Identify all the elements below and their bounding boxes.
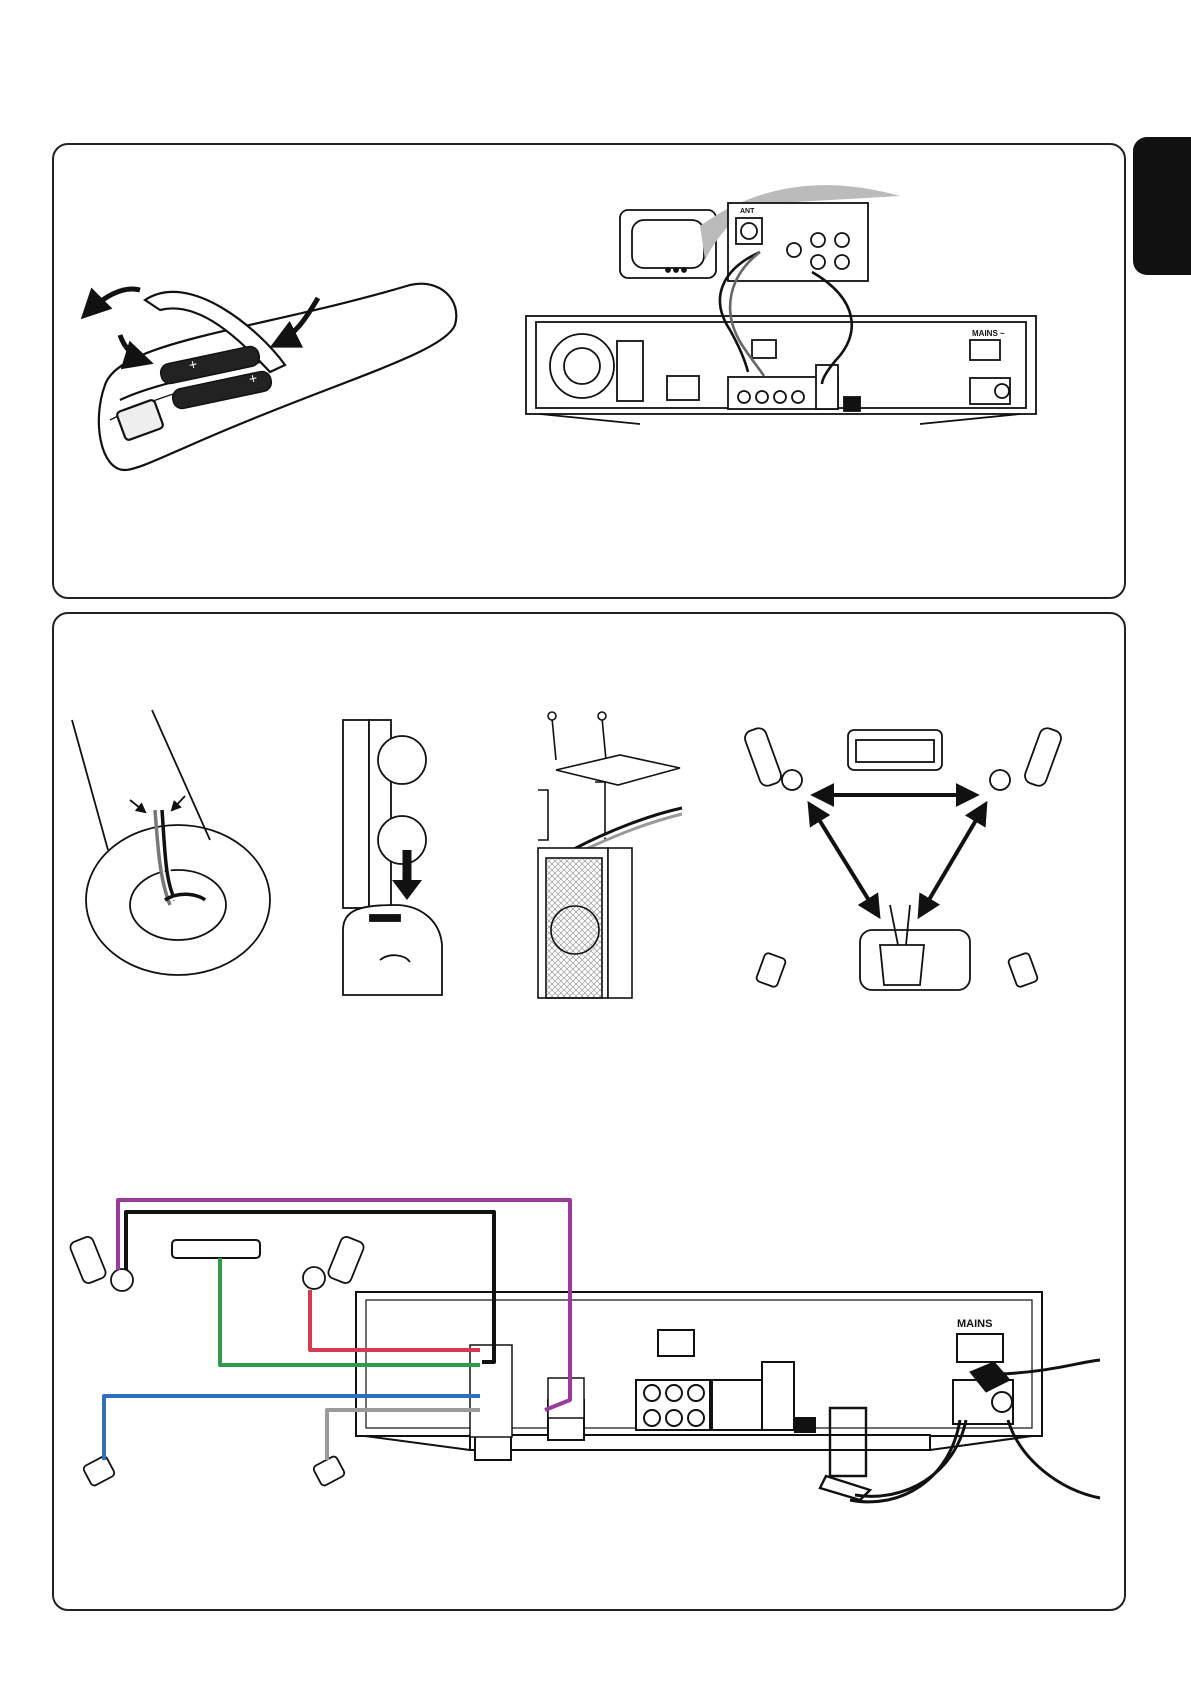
tv-icon [620,210,716,278]
speaker-stand-base [72,710,270,975]
wall-mount-step [538,712,682,998]
receiver-rear-small [526,316,1036,424]
speaker-icon [69,1235,133,1291]
receiver-rear-large [356,1292,1042,1460]
mains-label: MAINS [957,1318,992,1330]
speaker-icon [743,726,802,790]
listening-position [743,726,1064,990]
speaker-icon [82,1455,115,1487]
speaker-icon [990,726,1063,790]
listener-icon [880,905,924,985]
ant-label: ANT [740,208,755,215]
down-arrowhead [392,880,422,900]
speaker-mount-step [343,720,442,995]
mains-label-small: MAINS ~ [972,329,1005,338]
speaker-icon [303,1235,365,1289]
centre-speaker [172,1240,260,1258]
